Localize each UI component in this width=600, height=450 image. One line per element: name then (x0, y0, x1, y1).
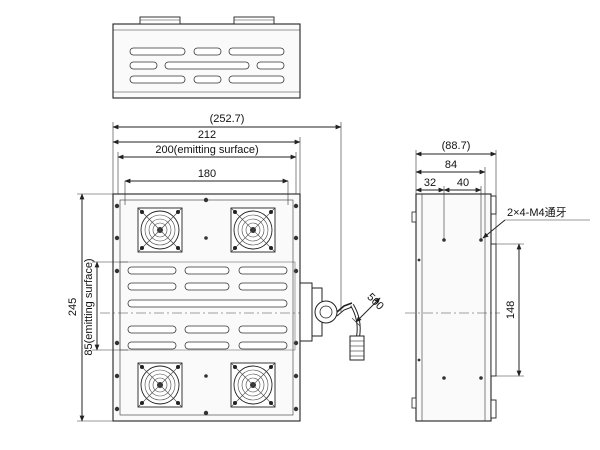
dim-body-width: 212 (198, 129, 216, 141)
dim-side-40: 40 (457, 177, 469, 189)
fan-grille-icon (230, 362, 276, 408)
fan-grille-icon (230, 207, 276, 253)
dim-fan-pitch: 180 (198, 168, 216, 180)
dim-cable-length: 500 (364, 291, 385, 312)
side-dimensions: (88.7) 84 32 40 148 2×4-M4通牙 (415, 140, 590, 377)
cable-connector-icon (299, 282, 365, 361)
dim-side-148: 148 (505, 301, 517, 319)
dim-side-32: 32 (424, 177, 436, 189)
dim-emitting-width: 200(emitting surface) (155, 144, 258, 156)
fan-grille-icon (137, 362, 183, 408)
top-handle-left (139, 16, 181, 25)
side-view (405, 193, 500, 422)
dim-overall-width: (252.7) (210, 113, 245, 125)
dim-height: 245 (67, 298, 79, 316)
dim-side-depth: (88.7) (442, 140, 471, 152)
dim-emitting-height: 85(emitting surface) (83, 258, 95, 355)
screw-icon (114, 197, 299, 416)
side-view-body (415, 193, 492, 422)
dim-side-84: 84 (445, 159, 457, 171)
top-view (112, 16, 301, 99)
top-handle-right (233, 16, 275, 25)
top-view-body (112, 23, 301, 99)
front-view (100, 193, 365, 422)
thread-note: 2×4-M4通牙 (507, 206, 567, 219)
fan-grille-icon (137, 207, 183, 253)
side-mount-bracket (490, 243, 497, 377)
